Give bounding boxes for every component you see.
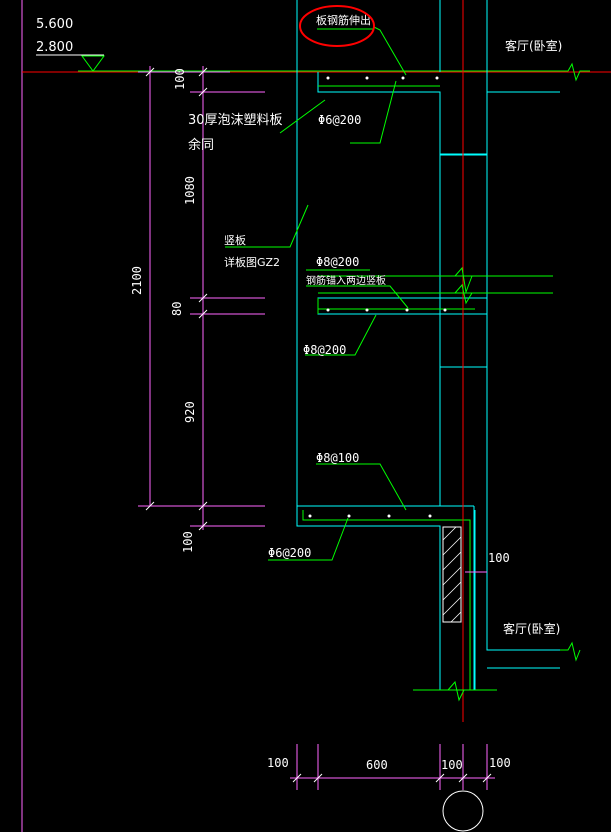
wall-thickness-dim: 100 (488, 551, 510, 565)
bottom-rebar-bottom: Φ6@200 (268, 546, 311, 560)
dim-100-top: 100 (173, 68, 187, 90)
mid-break-lines (318, 266, 553, 305)
elevation-triangle-icon (81, 55, 105, 72)
dim-1080: 1080 (183, 176, 197, 205)
dim-80: 80 (170, 302, 184, 316)
foam-board-note-2: 余同 (188, 137, 214, 153)
dim-h-left: 100 (267, 756, 289, 770)
highlight-circle (299, 5, 375, 47)
elevation-bottom: 2.800 (36, 40, 73, 55)
mid-rebar-anchor: 钢筋锚入两边竖板 (306, 274, 386, 287)
column-note-2: 详板图GZ2 (224, 255, 280, 269)
break-symbol-bottom-icon (447, 680, 465, 702)
foam-board-note: 30厚泡沫塑料板 (188, 113, 283, 128)
axis-bubble-icon (442, 790, 484, 832)
mid-rebar-top: Φ8@200 (316, 255, 359, 269)
rebar-dots (308, 76, 447, 518)
slab-top-rebar: Φ6@200 (318, 113, 361, 127)
break-symbol-top-icon (560, 62, 590, 82)
hatched-wall (442, 526, 462, 623)
column-note: 竖板 (224, 233, 246, 247)
panel-outline (296, 0, 560, 691)
bottom-dimension-lines (290, 744, 495, 790)
dim-h-mid: 600 (366, 758, 388, 772)
bottom-slab-rebar (302, 510, 471, 690)
elevation-top: 5.600 (36, 17, 73, 32)
dim-total: 2100 (130, 266, 144, 295)
room-label-top: 客厅(卧室) (505, 38, 562, 53)
dim-h-right1: 100 (441, 758, 463, 772)
dim-h-right2: 100 (489, 756, 511, 770)
highlighted-note: 板钢筋伸出 (316, 13, 371, 27)
leader-lines (225, 26, 409, 561)
bottom-rebar-top: Φ8@100 (316, 451, 359, 465)
room-label-bottom: 客厅(卧室) (503, 621, 560, 636)
dim-100-bottom: 100 (181, 531, 195, 553)
dim-920: 920 (183, 401, 197, 423)
mid-rebar-bottom: Φ8@200 (303, 343, 346, 357)
